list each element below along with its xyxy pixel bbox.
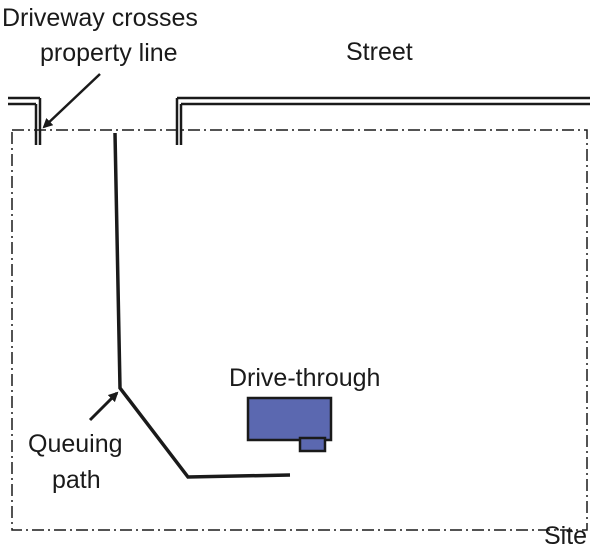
drive-through-label: Drive-through xyxy=(229,364,380,392)
site-label: Site xyxy=(544,522,587,548)
driveway-label-line2: property line xyxy=(40,39,178,67)
queuing-label-line1: Queuing xyxy=(28,430,123,458)
street-edge-right xyxy=(177,96,590,106)
queuing-path xyxy=(113,132,291,479)
street-edge-left xyxy=(8,96,40,106)
driveway-right-edge xyxy=(175,98,183,145)
queuing-path-arrow xyxy=(88,391,119,422)
driveway-crossing-arrow xyxy=(42,73,101,129)
queuing-label-line2: path xyxy=(52,466,101,494)
street-label: Street xyxy=(346,38,413,66)
drive-through-building xyxy=(246,396,333,442)
driveway-left-edge xyxy=(34,98,42,145)
drive-through-window xyxy=(298,436,327,453)
driveway-label-line1: Driveway crosses xyxy=(2,4,198,32)
property-line xyxy=(11,129,588,531)
